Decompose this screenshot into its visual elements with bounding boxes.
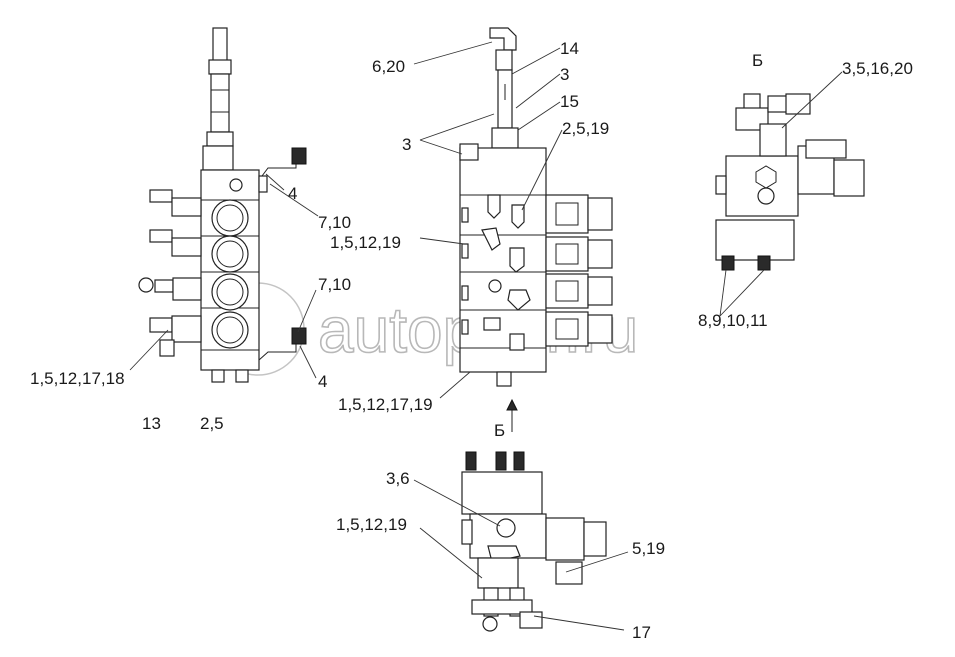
callout-3-6: 3,6 — [386, 469, 410, 488]
callout-1-5-12-17-19: 1,5,12,17,19 — [338, 395, 433, 414]
view-b-title: Б — [752, 51, 763, 70]
callout-6-20: 6,20 — [372, 57, 405, 76]
callout-5-19: 5,19 — [632, 539, 665, 558]
callout-4-bottom: 4 — [318, 372, 327, 391]
callout-7-10-mid: 7,10 — [318, 275, 351, 294]
callout-2-5-19: 2,5,19 — [562, 119, 609, 138]
callout-14: 14 — [560, 39, 579, 58]
right-view-b — [715, 93, 865, 271]
callout-3-left: 3 — [402, 135, 411, 154]
callout-4-top: 4 — [288, 184, 297, 203]
callout-1-5-12-19-mid: 1,5,12,19 — [330, 233, 401, 252]
callout-7-10-top: 7,10 — [318, 213, 351, 232]
callout-2-5-left: 2,5 — [200, 414, 224, 433]
callout-1-5-12-17-18: 1,5,12,17,18 — [30, 369, 125, 388]
callout-3-right: 3 — [560, 65, 569, 84]
left-side-view — [138, 27, 307, 383]
callout-8-9-10-11: 8,9,10,11 — [698, 311, 768, 330]
view-arrow-letter: Б — [494, 421, 505, 440]
left-fittings — [138, 189, 202, 357]
middle-front-view — [459, 27, 613, 432]
bottom-view — [461, 451, 607, 632]
solenoid-stack — [545, 194, 613, 347]
leader-lines — [129, 41, 843, 631]
callout-labels: 4 7,10 7,10 4 1,5,12,17,18 13 2,5 6,20 1… — [30, 39, 913, 642]
callout-1-5-12-19-bottom: 1,5,12,19 — [336, 515, 407, 534]
callout-15: 15 — [560, 92, 579, 111]
callout-13: 13 — [142, 414, 161, 433]
callout-3-5-16-20: 3,5,16,20 — [842, 59, 913, 78]
callout-17: 17 — [632, 623, 651, 642]
